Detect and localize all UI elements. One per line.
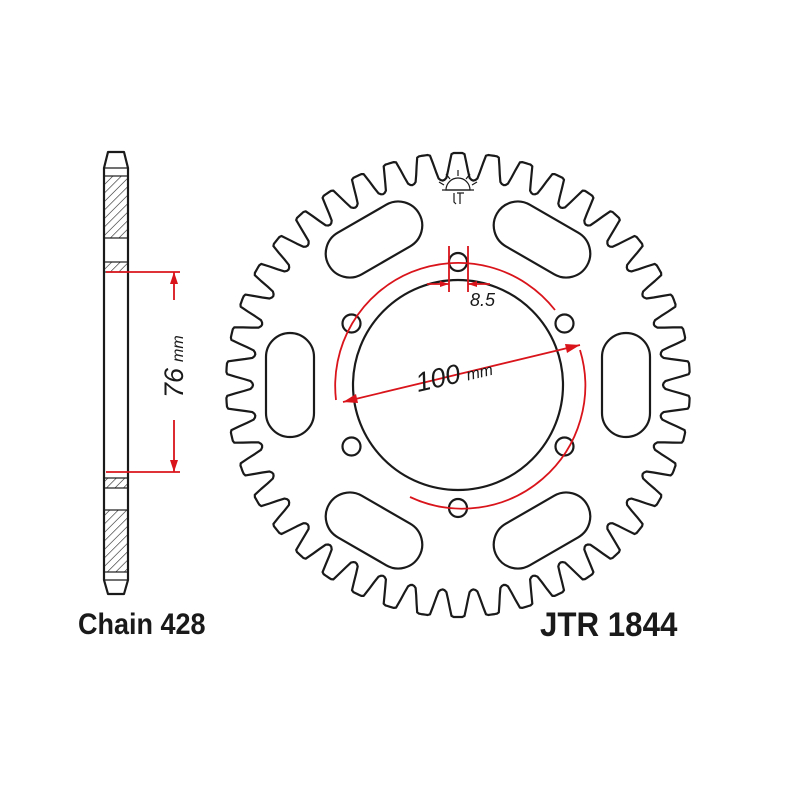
bolt-hole	[341, 313, 362, 334]
lightening-slot	[492, 200, 592, 279]
part-number-label: JTR 1844	[540, 606, 678, 644]
side-view-hatch-hub-top	[103, 261, 129, 273]
lightening-slot	[600, 331, 652, 439]
bolt-circle-value: 100mm	[413, 351, 495, 398]
chain-size-label: Chain 428	[78, 608, 206, 641]
side-view-outline	[102, 150, 130, 596]
bolt-hole-value: 8.5	[470, 290, 496, 310]
bolt-circle-dimension: 100mm	[334, 261, 587, 510]
lightening-slot	[324, 200, 424, 279]
sprocket-side-view	[102, 150, 130, 596]
lightening-slot-group	[264, 200, 652, 570]
side-view-hatch-hub-bottom	[103, 477, 129, 489]
jt-sunburst-logo-icon	[438, 170, 478, 205]
sprocket-tooth-profile	[225, 151, 691, 619]
bolt-hole	[341, 436, 362, 457]
center-bore	[351, 278, 565, 492]
lightening-slot	[324, 491, 424, 570]
center-bore-dimension: 76mm	[106, 271, 189, 473]
center-bore-value: 76mm	[159, 335, 189, 398]
side-view-hatch-top	[103, 175, 129, 239]
bolt-hole-dimension: 8.5	[427, 246, 496, 310]
side-view-hatch-bottom	[103, 509, 129, 573]
lightening-slot	[492, 491, 592, 570]
lightening-slot	[264, 331, 316, 439]
bolt-hole	[554, 313, 575, 334]
